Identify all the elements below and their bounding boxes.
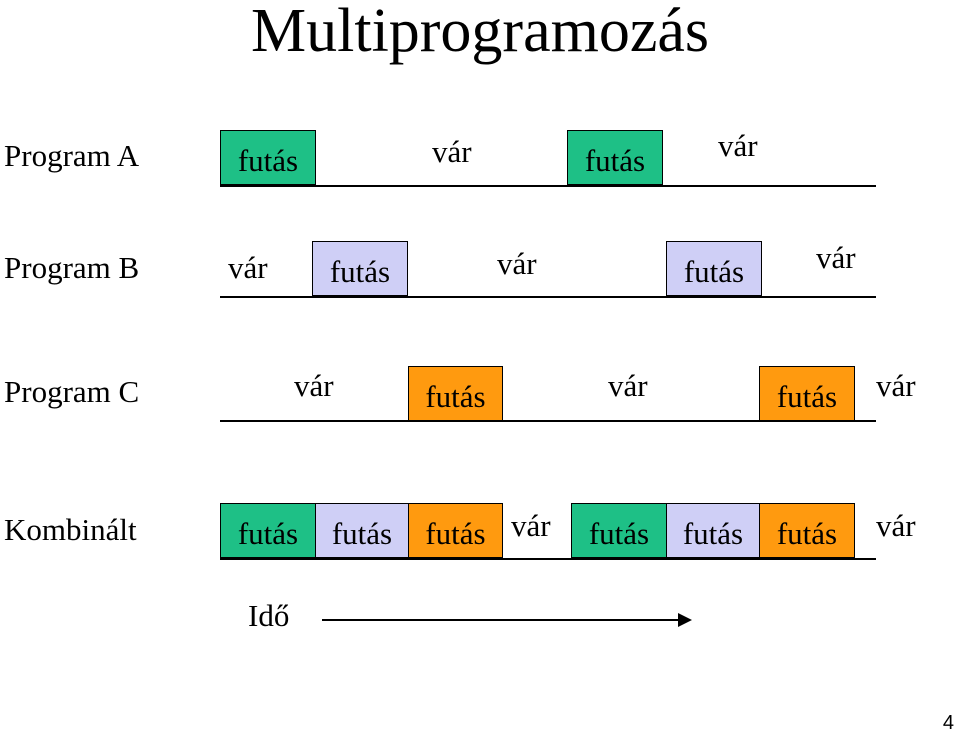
run-block: futás [220,130,316,185]
wait-label: vár [718,128,758,163]
row-label-program-c: Program C [4,374,140,409]
row-label-program-b: Program B [4,250,140,285]
slide-title: Multiprogramozás [250,0,709,65]
run-block: futás [220,503,316,558]
run-block: futás [759,366,855,421]
timeline-axis [220,185,876,187]
row-label-combined: Kombinált [4,512,137,547]
wait-label: vár [608,368,648,403]
run-block: futás [312,241,408,296]
run-block: futás [666,241,762,296]
wait-label: vár [876,508,916,543]
run-block: futás [666,503,760,558]
time-axis-label: Idő [248,598,290,633]
wait-label: vár [432,134,472,169]
timeline-axis [220,296,876,298]
timeline-axis [220,558,876,560]
wait-label: vár [294,368,334,403]
run-block: futás [408,366,503,421]
run-block: futás [315,503,409,558]
wait-label: vár [876,368,916,403]
page-number: 4 [942,712,954,734]
wait-label: vár [497,246,537,281]
row-label-program-a: Program A [4,138,140,173]
run-block: futás [571,503,667,558]
time-arrow [322,613,692,627]
run-block: futás [567,130,663,185]
wait-label: vár [228,250,268,285]
wait-label: vár [816,240,856,275]
run-block: futás [759,503,855,558]
wait-label: vár [511,508,551,543]
timeline-axis [220,420,876,422]
run-block: futás [408,503,503,558]
